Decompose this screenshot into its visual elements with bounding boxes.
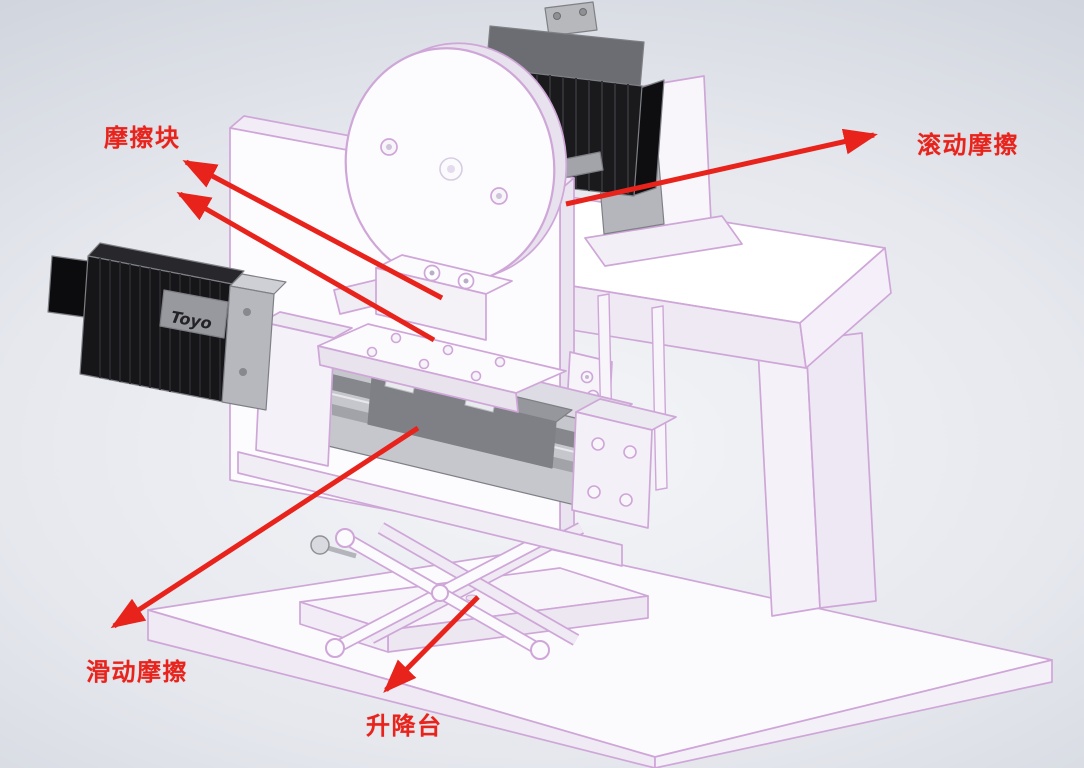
arrow-sliding-friction	[110, 425, 420, 629]
label-lifting-platform: 升降台	[366, 712, 443, 740]
scissor-joint	[325, 638, 345, 658]
scissor-joint	[335, 528, 355, 548]
scissor-pivot	[431, 584, 449, 602]
connector-screw	[579, 8, 587, 16]
scissor-joint	[530, 640, 550, 660]
linear-stage	[255, 311, 677, 529]
scissor-arms-front	[325, 528, 555, 660]
motor-fins	[99, 258, 221, 401]
connector-screw	[553, 12, 561, 20]
arrow-friction-block-2	[176, 191, 436, 343]
end-cap-screw	[619, 493, 633, 507]
drive-motor: Toyo	[47, 242, 287, 411]
stage-platform	[317, 323, 567, 413]
label-rolling-friction: 滚动摩擦	[917, 131, 1019, 159]
end-cap-screw	[591, 437, 605, 451]
annotation-arrows	[110, 128, 878, 693]
label-sliding-friction: 滑动摩擦	[86, 658, 188, 686]
end-cap-screw	[587, 485, 601, 499]
arrow-friction-block-1	[182, 159, 444, 301]
arrow-rolling-friction	[565, 128, 878, 207]
end-cap-screw	[623, 445, 637, 459]
label-friction-block: 摩擦块	[104, 124, 181, 152]
lift-knob	[310, 535, 357, 559]
arrow-lifting-platform	[383, 595, 480, 693]
